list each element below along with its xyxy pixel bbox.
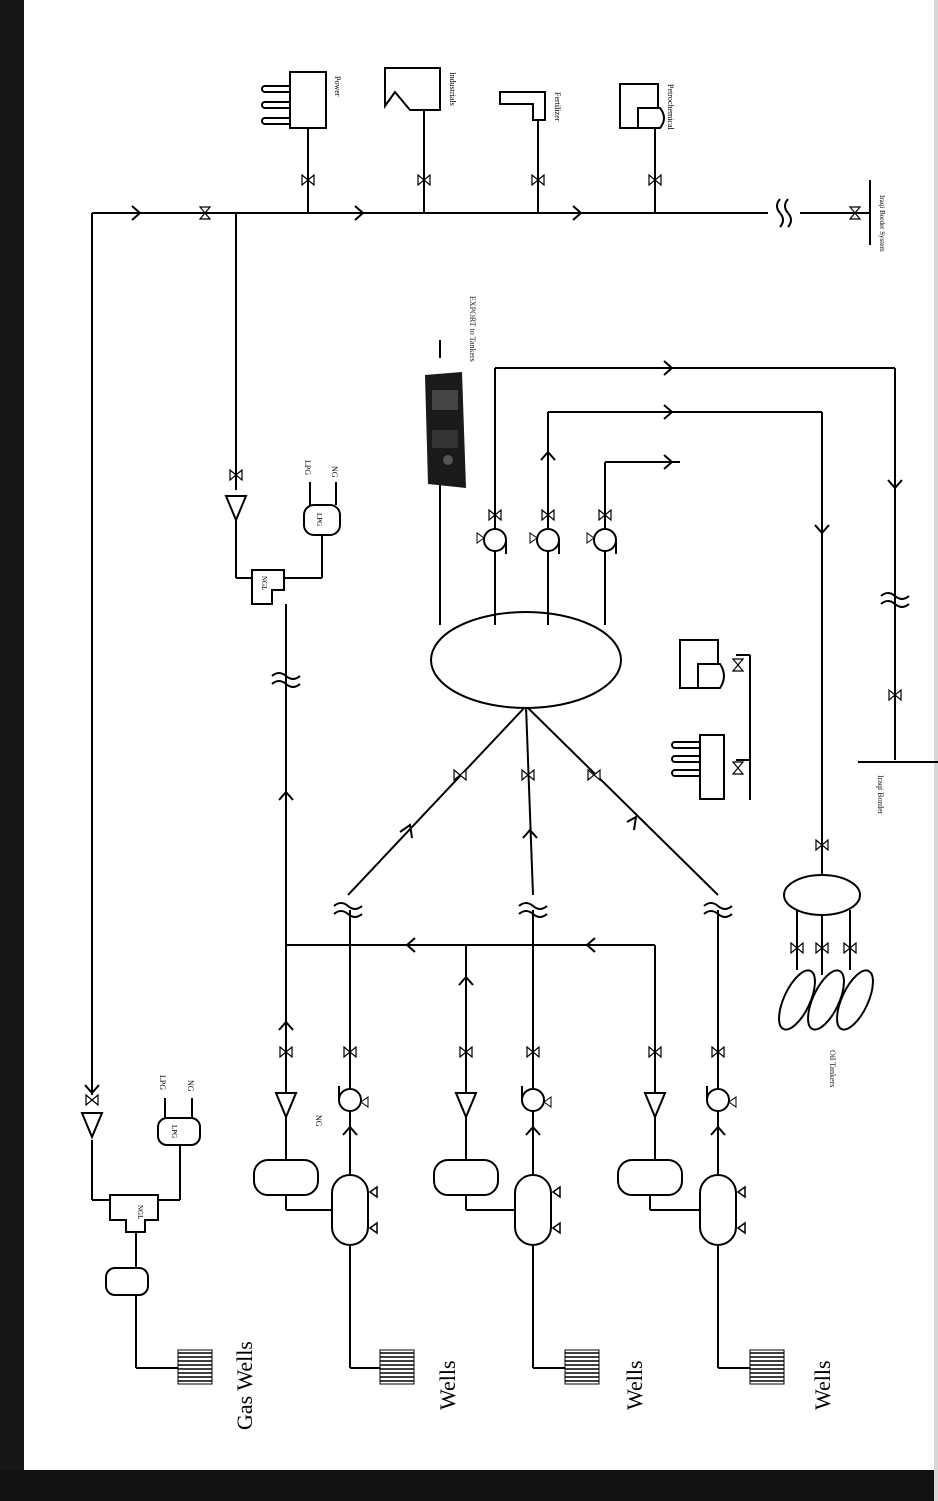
svg-text:NG: NG xyxy=(314,1115,323,1127)
scrubber-1 xyxy=(253,1159,319,1196)
svg-text:LPG: LPG xyxy=(170,1125,178,1138)
svg-text:LPG: LPG xyxy=(303,460,312,475)
svg-text:LPG: LPG xyxy=(315,513,323,526)
well-train-1: NG xyxy=(253,910,415,1385)
tanker-ship-icon xyxy=(425,372,466,488)
upper-ngl-branch: NGL LPG LPG NG xyxy=(225,213,341,945)
svg-text:LPG: LPG xyxy=(158,1075,167,1090)
power-label: Power xyxy=(333,76,342,97)
scan-frame-right xyxy=(934,0,938,1501)
scrubber-2 xyxy=(433,1159,499,1196)
separator-2 xyxy=(514,1174,552,1246)
ngl-plant-lower xyxy=(109,1194,159,1233)
svg-text:NGL: NGL xyxy=(136,1205,144,1219)
lpg-tank-lower xyxy=(157,1117,201,1146)
petrochemical-label: Petrochemical xyxy=(666,84,675,131)
oil-tanker-branch xyxy=(778,412,874,1031)
main-storage-tank xyxy=(430,611,622,709)
well-train-3 xyxy=(617,910,785,1385)
well-train-2 xyxy=(433,910,600,1385)
oil-tankers-label: Oil Tankers xyxy=(828,1050,837,1087)
gas-gathering-line xyxy=(286,937,655,953)
scan-frame-left xyxy=(0,0,24,1501)
export-label: EXPORT to Tankers xyxy=(468,296,477,362)
power-plant-icon xyxy=(261,71,327,129)
gas-border-label: Iraqi Border System xyxy=(878,195,886,252)
iraqi-border-branch xyxy=(858,368,938,763)
iraqi-border-label: Iraqi Border xyxy=(876,775,885,815)
ngl-plant-upper xyxy=(251,569,285,605)
svg-text:NG: NG xyxy=(330,466,339,478)
consumer-branches xyxy=(301,110,662,213)
wells-label-2: Wells xyxy=(622,1360,647,1410)
svg-text:NG: NG xyxy=(186,1080,195,1092)
gas-wells-train: NGL LPG LPG NG xyxy=(81,1075,213,1385)
gas-separator xyxy=(105,1267,149,1296)
process-flow-diagram: Power Industrials Fertilizer Petrochemic… xyxy=(81,67,938,1430)
export-pumps xyxy=(439,360,895,625)
wells-label-3: Wells xyxy=(810,1360,835,1410)
scan-frame-bottom xyxy=(0,1470,938,1501)
domestic-branch xyxy=(671,639,751,800)
industrials-icon xyxy=(384,67,441,111)
fertilizer-label: Fertilizer xyxy=(553,92,562,122)
industrials-label: Industrials xyxy=(448,72,457,106)
oil-lines xyxy=(333,705,733,918)
gas-wells-label: Gas Wells xyxy=(232,1341,257,1430)
svg-text:NGL: NGL xyxy=(260,576,268,590)
scrubber-3 xyxy=(617,1159,683,1196)
petrochemical-icon xyxy=(619,83,665,129)
separator-3 xyxy=(699,1174,737,1246)
wells-label-1: Wells xyxy=(435,1360,460,1410)
lpg-tank-upper xyxy=(303,504,341,536)
fertilizer-icon xyxy=(499,91,546,121)
separator-1 xyxy=(331,1174,369,1246)
